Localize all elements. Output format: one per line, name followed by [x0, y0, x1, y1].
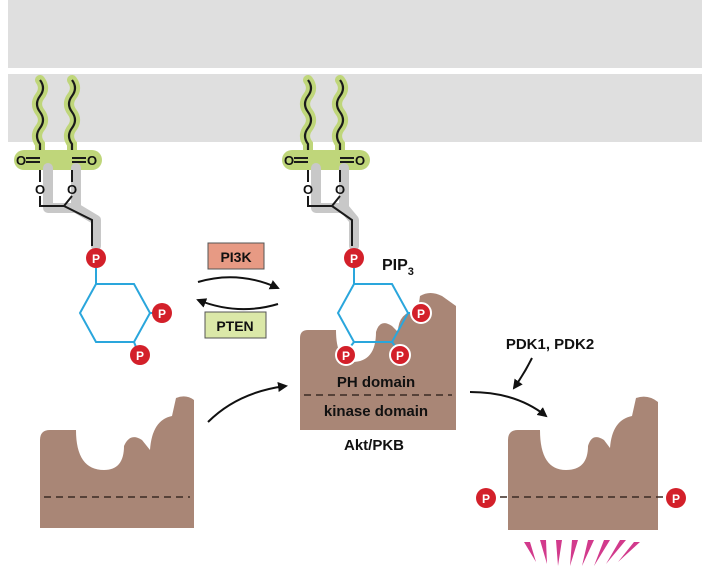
- oxygen-label: O: [35, 182, 45, 197]
- backbone-halo: [43, 163, 101, 251]
- membrane-inner-leaflet: [8, 74, 702, 142]
- pi3k-label: PI3K: [220, 249, 251, 265]
- ph-domain-label: PH domain: [337, 374, 415, 391]
- akt-protein-body: [508, 396, 658, 530]
- pten-label: PTEN: [216, 318, 253, 334]
- pdk-arrow: [512, 357, 533, 390]
- akt-membrane-bound: PH domain kinase domain Akt/PKB P PIP3 P…: [300, 248, 456, 454]
- phosphate-icon: [86, 248, 106, 268]
- membrane: [8, 0, 702, 142]
- phosphate-label: P: [417, 307, 425, 321]
- phosphate-label: P: [92, 252, 100, 266]
- glycerol-backbone: [39, 170, 93, 246]
- pi3k-pten-exchange: PI3K PTEN: [196, 242, 280, 339]
- inositol-ring: [336, 283, 410, 343]
- phosphate-label: P: [158, 307, 166, 321]
- phosphate-icon: [130, 345, 150, 365]
- phosphate-icon: [344, 248, 364, 268]
- oxygen-label: O: [87, 153, 97, 168]
- lipid-tail: [335, 79, 345, 158]
- phosphate-label: P: [482, 492, 490, 506]
- membrane-outer-leaflet: [8, 0, 702, 68]
- lipid-tail: [303, 79, 313, 158]
- phosphate-icon: [152, 303, 172, 323]
- oxygen-label: O: [335, 182, 345, 197]
- phosphate-label: P: [396, 349, 404, 363]
- glycerol-backbone: [307, 170, 353, 246]
- activity-rays-icon: [524, 540, 640, 566]
- phosphate-label: P: [350, 252, 358, 266]
- oxygen-label: O: [16, 153, 26, 168]
- pi3k-box: [207, 242, 265, 270]
- phosphate-label: P: [672, 492, 680, 506]
- translocation-arrow: [207, 382, 288, 423]
- phosphate-icon: [410, 302, 432, 324]
- forward-arrow: [197, 276, 280, 290]
- pip2-lipid: O O O O P P P: [14, 75, 172, 365]
- lipid-tail: [67, 79, 77, 158]
- akt-inactive: [40, 396, 194, 528]
- phosphate-icon: [666, 488, 686, 508]
- oxygen-label: O: [355, 153, 365, 168]
- akt-activated: PDK1, PDK2 P P: [469, 336, 686, 566]
- phosphate-label: P: [136, 349, 144, 363]
- oxygen-label: O: [67, 182, 77, 197]
- pdk-label: PDK1, PDK2: [506, 336, 594, 353]
- akt-protein-body: [40, 396, 194, 528]
- activation-arrow: [469, 391, 548, 418]
- inositol-ring: [78, 283, 152, 343]
- phosphate-icon: [335, 344, 357, 366]
- lipid-tail: [35, 79, 45, 158]
- phosphate-label: P: [342, 349, 350, 363]
- backbone-halo: [311, 163, 359, 251]
- oxygen-label: O: [303, 182, 313, 197]
- oxygen-label: O: [284, 153, 294, 168]
- pip3-lipid: O O O O: [282, 75, 370, 251]
- pten-box: [204, 311, 267, 339]
- reverse-arrow: [196, 298, 279, 311]
- phosphate-icon: [476, 488, 496, 508]
- pip3-label: PIP3: [382, 257, 414, 278]
- phosphate-icon: [389, 344, 411, 366]
- kinase-domain-label: kinase domain: [324, 403, 428, 420]
- akt-label: Akt/PKB: [344, 437, 404, 454]
